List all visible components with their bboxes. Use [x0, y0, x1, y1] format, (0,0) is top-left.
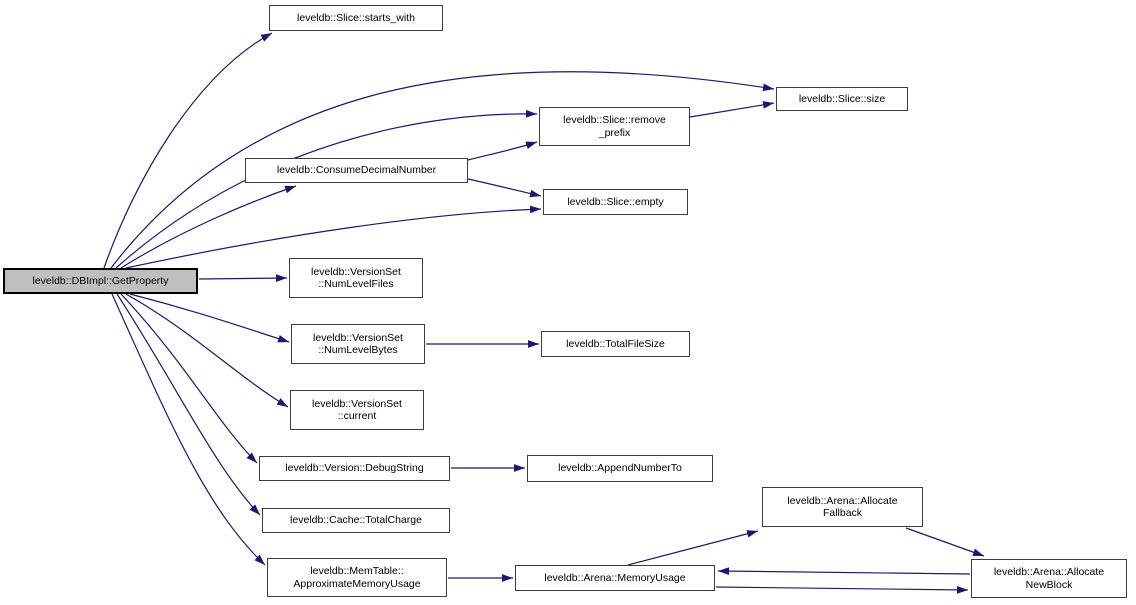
edge-getproperty-to-size	[110, 71, 775, 269]
node-arena-allocatenewblock[interactable]: leveldb::Arena::Allocate NewBlock	[971, 559, 1127, 598]
node-label: leveldb::Arena::Allocate Fallback	[787, 494, 898, 520]
node-label: leveldb::Arena::Allocate NewBlock	[993, 566, 1105, 591]
node-versionset-current[interactable]: leveldb::VersionSet ::current	[290, 390, 424, 430]
edge-getproperty-to-empty	[125, 205, 542, 269]
node-label: leveldb::TotalFileSize	[566, 337, 665, 350]
edge-getproperty-to-numlevelfiles	[198, 274, 288, 282]
edge-consumedecimalnumber-to-empty	[467, 178, 542, 198]
node-label: leveldb::ConsumeDecimalNumber	[276, 164, 437, 177]
node-versionset-numlevelfiles[interactable]: leveldb::VersionSet ::NumLevelFiles	[289, 258, 423, 298]
edge-getproperty-to-numlevelbytes	[129, 293, 290, 343]
node-cache-totalcharge[interactable]: leveldb::Cache::TotalCharge	[262, 508, 450, 533]
node-slice-size[interactable]: leveldb::Slice::size	[776, 87, 908, 111]
node-version-debugstring[interactable]: leveldb::Version::DebugString	[259, 456, 450, 481]
edge-allocatenewblock-to-memoryusage	[717, 567, 971, 575]
node-memtable-approximatememoryusage[interactable]: leveldb::MemTable:: ApproximateMemoryUsa…	[267, 558, 447, 597]
node-label: leveldb::Slice::remove _prefix	[563, 114, 666, 139]
node-label: leveldb::Arena::MemoryUsage	[544, 571, 686, 584]
node-arena-allocatefallback[interactable]: leveldb::Arena::Allocate Fallback	[762, 487, 923, 527]
node-label: leveldb::Slice::empty	[567, 195, 664, 208]
edge-getproperty-to-current	[125, 293, 289, 408]
edge-consumedecimalnumber-to-removeprefix	[467, 141, 538, 161]
edge-allocatefallback-to-allocatenewblock	[905, 527, 985, 557]
node-label: leveldb::Cache::TotalCharge	[290, 514, 422, 527]
node-slice-empty[interactable]: leveldb::Slice::empty	[543, 189, 688, 215]
node-label: leveldb::AppendNumberTo	[558, 462, 682, 475]
node-label: leveldb::Slice::starts_with	[297, 11, 415, 24]
node-appendnumberto[interactable]: leveldb::AppendNumberTo	[527, 455, 713, 482]
node-slice-starts-with[interactable]: leveldb::Slice::starts_with	[269, 5, 443, 31]
edge-getproperty-to-memtable	[111, 293, 266, 566]
edge-getproperty-to-consumedecimalnumber	[120, 185, 297, 269]
node-label: leveldb::DBImpl::GetProperty	[32, 274, 169, 287]
edge-removeprefix-to-size	[689, 101, 775, 118]
node-dbimpl-getproperty[interactable]: leveldb::DBImpl::GetProperty	[3, 268, 198, 294]
node-label: leveldb::Slice::size	[798, 92, 886, 105]
node-totalfilesize[interactable]: leveldb::TotalFileSize	[541, 331, 690, 357]
edge-getproperty-to-debugstring	[120, 293, 258, 464]
node-label: leveldb::MemTable:: ApproximateMemoryUsa…	[293, 565, 421, 590]
node-arena-memoryusage[interactable]: leveldb::Arena::MemoryUsage	[515, 565, 715, 591]
node-label: leveldb::VersionSet ::NumLevelFiles	[311, 265, 401, 291]
edge-getproperty-to-removeprefix	[115, 109, 538, 269]
node-versionset-numlevelbytes[interactable]: leveldb::VersionSet ::NumLevelBytes	[291, 324, 425, 364]
node-label: leveldb::Version::DebugString	[285, 462, 424, 475]
node-consume-decimal-number[interactable]: leveldb::ConsumeDecimalNumber	[245, 158, 468, 183]
edge-memoryusage-to-allocatefallback	[627, 530, 759, 566]
edge-getproperty-to-totalcharge	[116, 293, 261, 516]
node-label: leveldb::VersionSet ::current	[312, 397, 402, 423]
edge-getproperty-to-startswith	[103, 32, 273, 269]
node-label: leveldb::VersionSet ::NumLevelBytes	[313, 331, 403, 357]
node-slice-remove-prefix[interactable]: leveldb::Slice::remove _prefix	[539, 107, 690, 146]
edge-memoryusage-to-allocatenewblock	[715, 586, 969, 594]
